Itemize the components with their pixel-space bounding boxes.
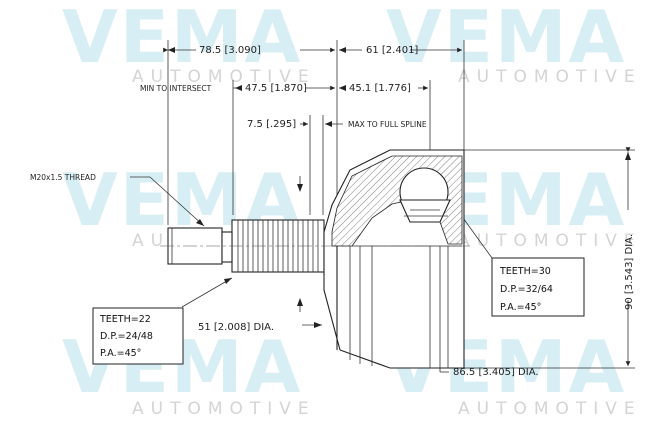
watermark-subtitle: AUTOMOTIVE xyxy=(132,67,316,87)
dim-78-5: 78.5 [3.090] xyxy=(199,45,261,56)
watermark-subtitle: AUTOMOTIVE xyxy=(458,399,642,419)
cv-joint-part xyxy=(160,149,470,369)
dim-7-5: 7.5 [.295] xyxy=(247,119,296,130)
dimension-lines xyxy=(163,47,631,366)
dim-bell-dia: 86.5 [3.405] DIA. xyxy=(453,367,539,378)
dim-overall-dia: 90 [3.543] DIA. xyxy=(624,234,635,310)
label-min-to-intersect: MIN TO INTERSECT xyxy=(140,84,212,93)
dim-shaft-dia: 51 [2.008] DIA. xyxy=(198,322,274,333)
watermark-subtitle: AUTOMOTIVE xyxy=(458,67,642,87)
dim-61: 61 [2.401] xyxy=(366,45,418,56)
outer-dp: D.P.=24/48 xyxy=(100,331,153,342)
spline-box-outer: TEETH=22 D.P.=24/48 P.A.=45° xyxy=(92,307,184,365)
watermark-subtitle: AUTOMOTIVE xyxy=(458,231,642,251)
inner-teeth: TEETH=30 xyxy=(499,266,551,277)
outer-pa: P.A.=45° xyxy=(100,348,141,359)
outer-teeth: TEETH=22 xyxy=(99,314,151,325)
extension-lines xyxy=(167,40,635,369)
watermark-subtitle: AUTOMOTIVE xyxy=(132,399,316,419)
label-thread: M20x1.5 THREAD xyxy=(30,173,96,182)
label-max-to-full-spline: MAX TO FULL SPLINE xyxy=(348,120,427,129)
dim-47-5: 47.5 [1.870] xyxy=(245,83,307,94)
inner-dp: D.P.=32/64 xyxy=(500,284,553,295)
watermark-brand: VEMA xyxy=(386,0,626,79)
watermark-brand: VEMA xyxy=(62,0,302,79)
inner-pa: P.A.=45° xyxy=(500,302,541,313)
dim-45-1: 45.1 [1.776] xyxy=(349,83,411,94)
spline-box-inner: TEETH=30 D.P.=32/64 P.A.=45° xyxy=(491,257,585,317)
